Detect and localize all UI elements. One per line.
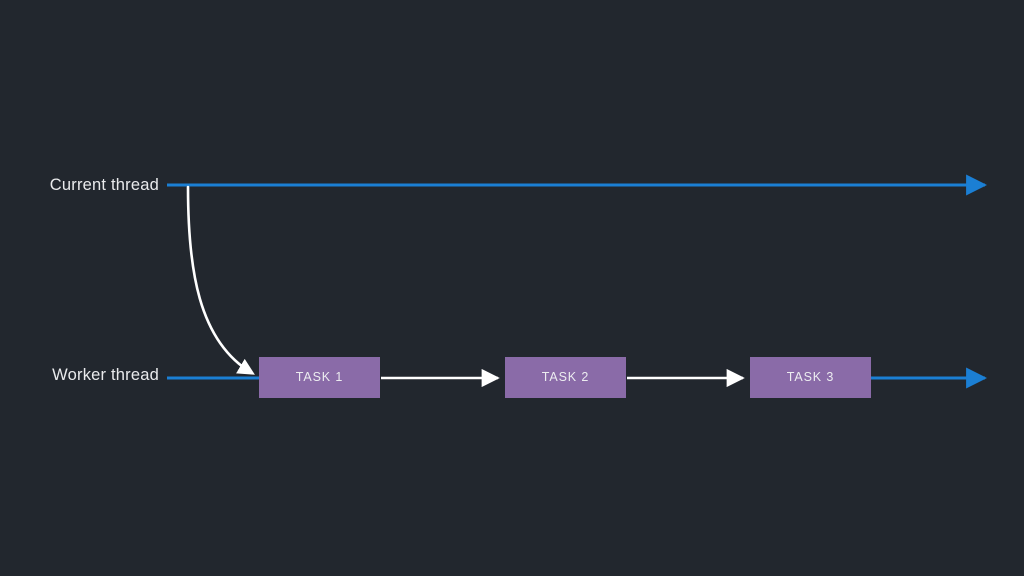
dispatch-curve-arrow xyxy=(186,185,255,375)
task-box-1-label: TASK 1 xyxy=(295,370,344,385)
current-thread-label: Current thread xyxy=(49,176,159,194)
worker-thread-label: Worker thread xyxy=(52,366,159,384)
task-box-1[interactable]: TASK 1 xyxy=(259,357,380,398)
task-box-3[interactable]: TASK 3 xyxy=(750,357,871,398)
task-box-3-label: TASK 3 xyxy=(786,370,835,385)
task-box-2[interactable]: TASK 2 xyxy=(505,357,626,398)
task-box-2-label: TASK 2 xyxy=(541,370,590,385)
